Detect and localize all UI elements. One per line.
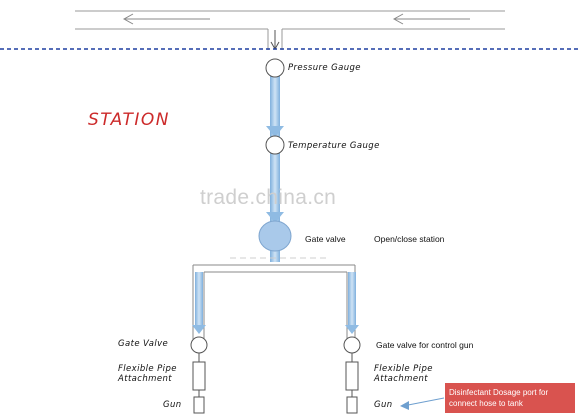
gun-left-label: Gun [163,400,182,410]
gun-right-label: Gun [374,400,393,410]
gate-valve-left [190,336,208,354]
gun-left [193,396,205,414]
station-title: STATION [88,110,171,130]
gun-right [346,396,358,414]
gate-valve-main-label: Gate valve [305,234,346,244]
flexible-pipe-right [345,361,359,391]
pressure-gauge-label: Pressure Gauge [288,63,361,73]
flow-bar-main [270,76,280,262]
flow-arrowhead-left [192,325,206,334]
gate-valve-right-label: Gate valve for control gun [376,340,474,350]
flow-arrowhead-1 [266,126,284,137]
distribution-header [192,257,356,340]
drop-pipe [267,29,283,51]
disinfectant-callout: Disinfectant Dosage port for connect hos… [445,383,575,413]
flow-arrow-right [392,13,470,25]
gate-valve-right [343,336,361,354]
pressure-gauge [265,58,285,78]
callout-line-2: connect hose to tank [449,399,523,408]
flexible-pipe-left-label-1: Flexible Pipe [118,364,177,374]
flexible-pipe-left [192,361,206,391]
callout-arrow [400,397,445,410]
flow-arrow-left [122,13,210,25]
flow-arrowhead-right [345,325,359,334]
flow-arrowhead-2 [266,212,284,223]
main-gate-valve [258,220,292,252]
temperature-gauge-label: Temperature Gauge [288,141,380,151]
left-branch [190,336,208,414]
main-pipe [75,10,505,30]
gate-valve-left-label: Gate Valve [118,339,169,349]
flexible-pipe-left-label-2: Attachment [118,374,172,384]
flexible-pipe-right-label-1: Flexible Pipe [374,364,433,374]
flexible-pipe-right-label-2: Attachment [374,374,428,384]
temperature-gauge [265,135,285,155]
right-branch [343,336,361,414]
callout-line-1: Disinfectant Dosage port for [449,388,549,397]
flow-bar-left [195,272,203,328]
watermark: trade.china.cn [200,186,337,209]
flow-bar-right [348,272,356,328]
open-close-station-label: Open/close station [374,234,445,244]
